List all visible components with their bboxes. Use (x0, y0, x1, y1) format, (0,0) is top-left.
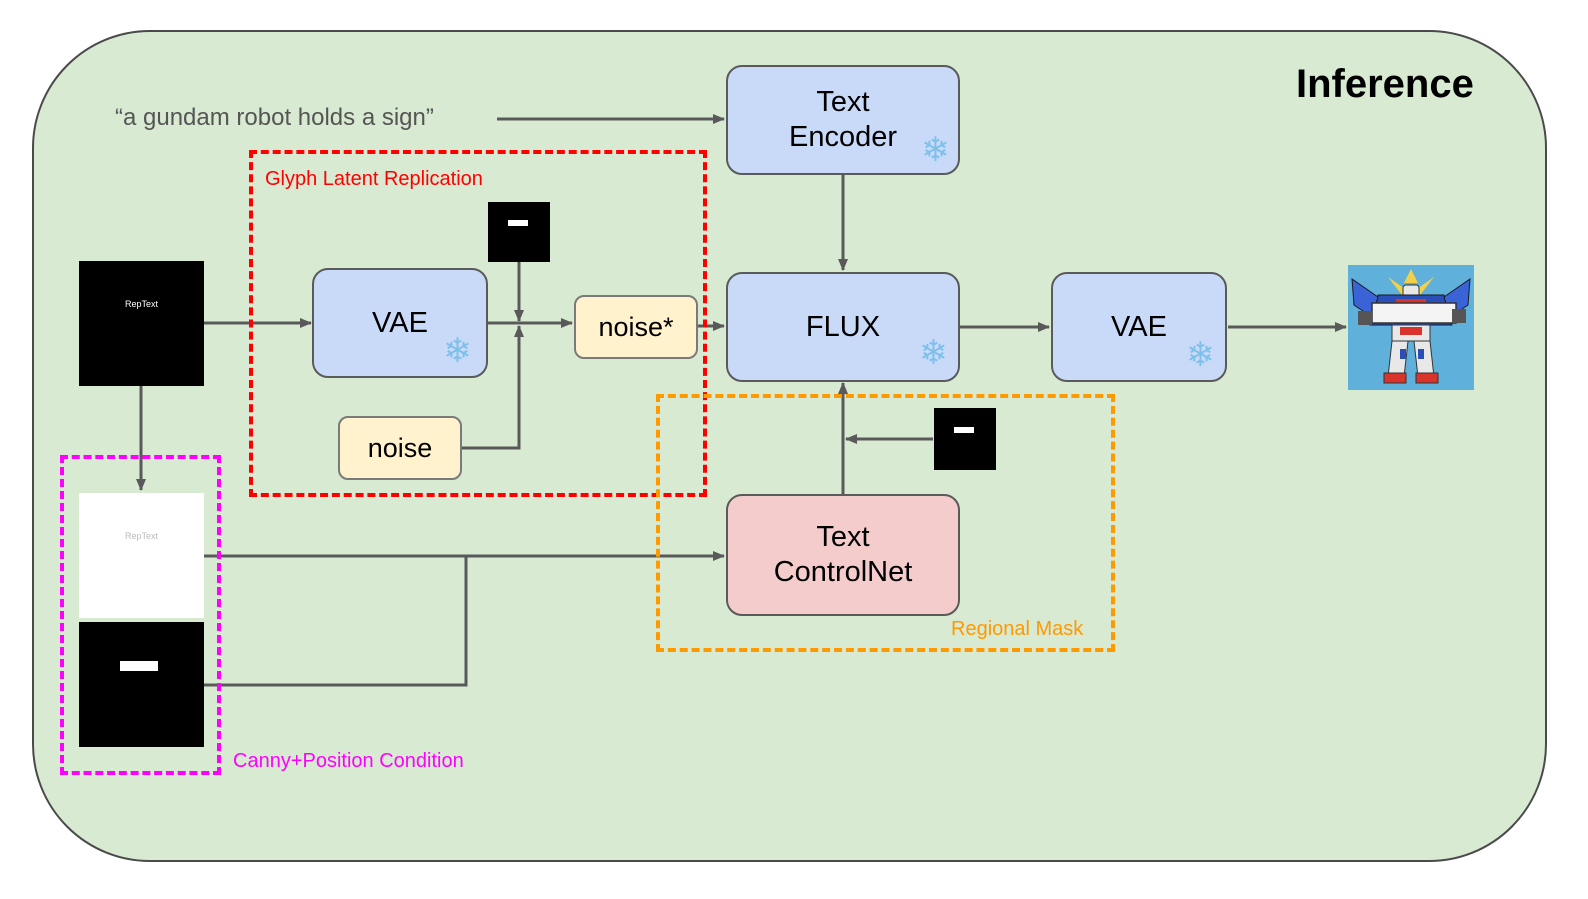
flux-label: FLUX (805, 310, 881, 343)
diagram-title: Inference (1296, 62, 1474, 106)
noise-star-box: noise* (574, 295, 698, 359)
mask-bar (954, 427, 974, 433)
glyph-image-text: RepText (124, 299, 159, 309)
text-encoder-line1: Text (816, 86, 870, 119)
text-encoder-line2: Encoder (788, 121, 897, 153)
snowflake-icon: ❄ (921, 131, 950, 169)
glyph-latent-replication-label: Glyph Latent Replication (265, 168, 483, 190)
canny-position-condition-group (60, 455, 221, 775)
output-image (1348, 265, 1474, 390)
canny-image: RepText (79, 493, 204, 618)
vae-encoder-label: VAE (372, 306, 428, 339)
vae-encoder-box: VAE (312, 268, 488, 378)
noise-label: noise (367, 432, 433, 463)
controlnet-line1: Text (816, 521, 870, 554)
mask-bar (508, 220, 528, 226)
snowflake-icon: ❄ (919, 334, 948, 372)
noise-box: noise (338, 416, 462, 480)
canny-image-text: RepText (124, 531, 159, 541)
regional-mask-group (656, 394, 1115, 652)
controlnet-line2: ControlNet (773, 556, 913, 588)
glyph-image: RepText (79, 261, 204, 386)
text-prompt: “a gundam robot holds a sign” (115, 104, 434, 131)
noise-star-label: noise* (598, 311, 674, 342)
glyph-latent-replication-group (249, 150, 707, 497)
line-position-to-controlnet (204, 556, 468, 687)
snowflake-icon: ❄ (443, 332, 472, 370)
position-mask-image (79, 622, 204, 747)
mask-bar (120, 661, 158, 671)
vae-decoder-label: VAE (1111, 310, 1167, 343)
flux-box: FLUX (726, 272, 960, 382)
regional-mask-image (934, 408, 996, 470)
regional-mask-label: Regional Mask (951, 618, 1084, 640)
gundam-robot-icon (1351, 269, 1471, 384)
vae-decoder-box: VAE (1051, 272, 1227, 382)
canny-position-condition-label: Canny+Position Condition (233, 750, 464, 772)
text-encoder-box: Text Encoder (726, 65, 960, 175)
line-noise-up (462, 325, 524, 450)
text-controlnet-box: Text ControlNet (726, 494, 960, 616)
glyph-region-mask (488, 202, 550, 262)
snowflake-icon: ❄ (1186, 336, 1215, 374)
